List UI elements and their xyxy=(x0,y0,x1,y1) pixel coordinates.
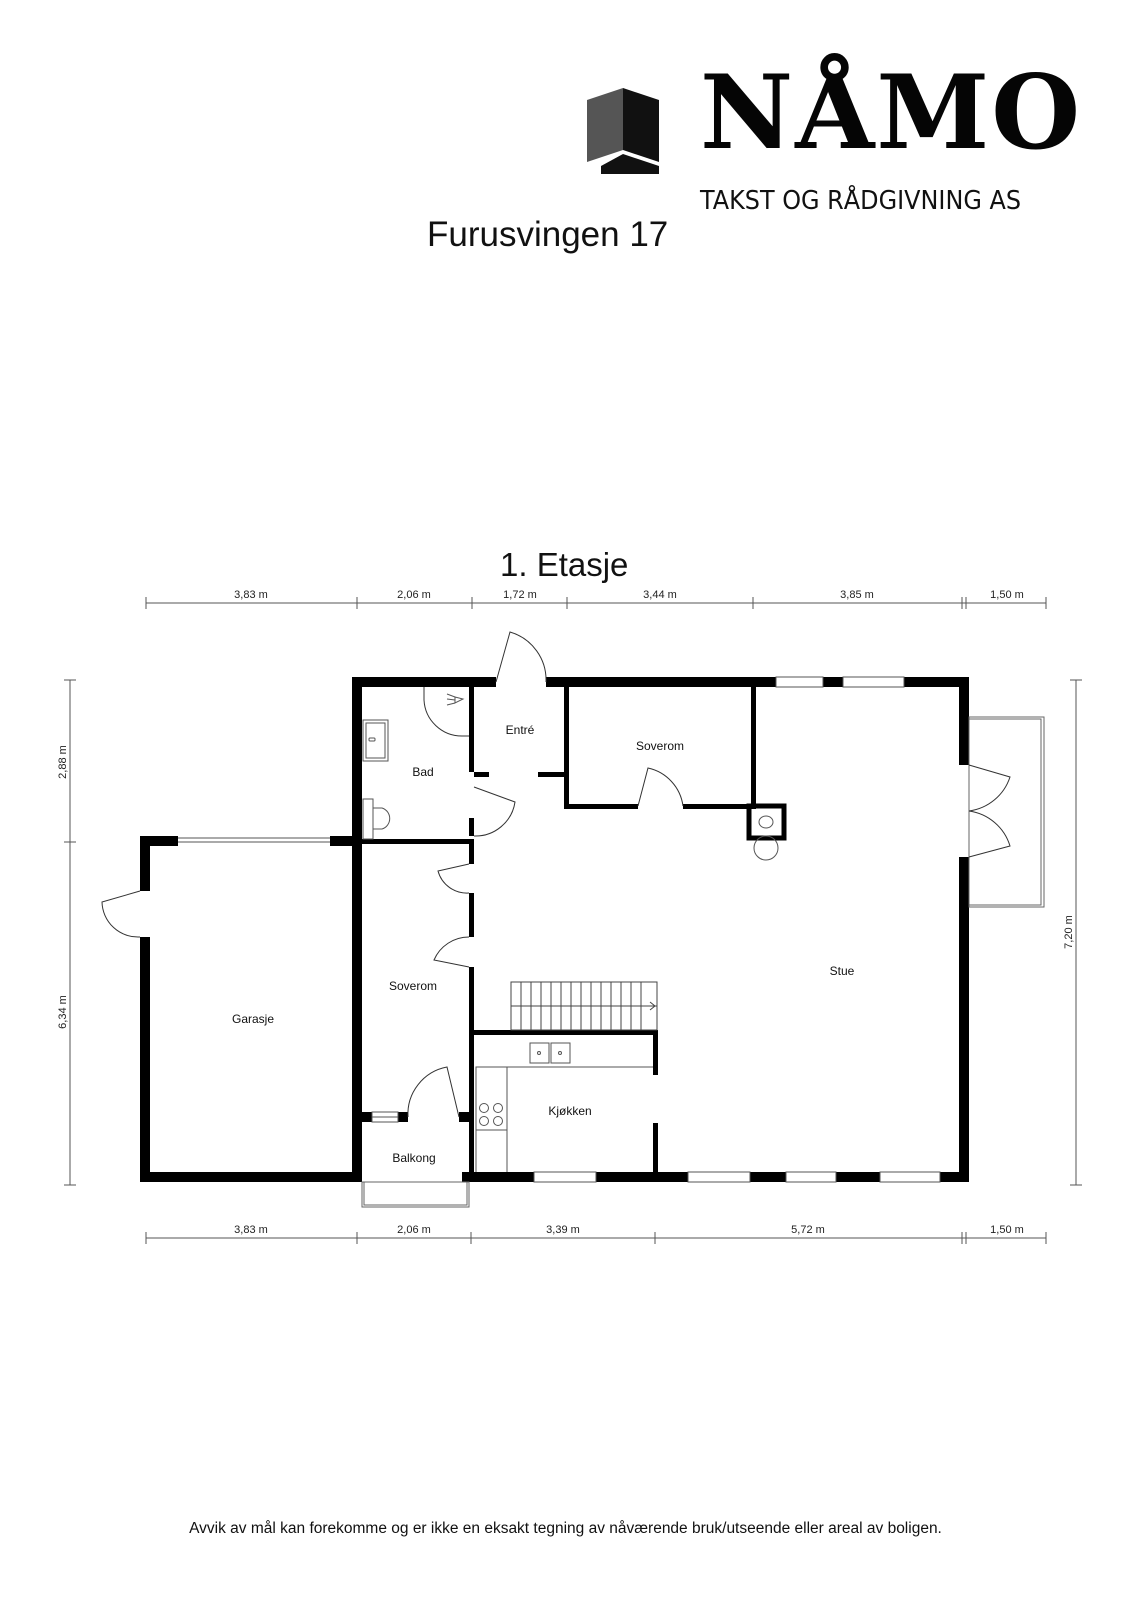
room-label-garasje: Garasje xyxy=(232,1012,274,1026)
bottom-dimension-line xyxy=(145,1232,1047,1244)
dimension-label: 2,06 m xyxy=(397,589,431,601)
logo-wordmark: NÅMO xyxy=(700,53,1083,173)
right-dimension-line xyxy=(1070,679,1082,1186)
property-address: Furusvingen 17 xyxy=(427,215,669,254)
dimension-label: 2,06 m xyxy=(397,1224,431,1236)
interior-walls xyxy=(362,687,787,1172)
logo-subtitle: TAKST OG RÅDGIVNING AS xyxy=(700,186,1022,216)
top-dimension-line xyxy=(145,597,1047,609)
room-label-soverom: Soverom xyxy=(389,979,437,993)
room-label-entre: Entré xyxy=(506,723,535,737)
disclaimer-text: Avvik av mål kan forekomme og er ikke en… xyxy=(189,1520,942,1537)
dimension-label: 3,83 m xyxy=(234,589,268,601)
kitchen-fixtures xyxy=(475,1042,653,1172)
left-dimension-line xyxy=(64,679,76,1186)
exterior-walls xyxy=(140,677,969,1182)
windows xyxy=(178,676,941,1183)
bathroom-fixtures xyxy=(362,693,465,840)
house-corner-logo-icon xyxy=(587,86,667,174)
dimension-label: 1,50 m xyxy=(990,1224,1024,1236)
room-label-soverom: Soverom xyxy=(636,739,684,753)
stove-and-fireplace xyxy=(753,815,779,861)
floor-title: 1. Etasje xyxy=(500,546,629,583)
room-label-kjokken: Kjøkken xyxy=(548,1104,591,1118)
room-label-balkong: Balkong xyxy=(392,1151,435,1165)
dimension-label: 3,83 m xyxy=(234,1224,268,1236)
dimension-label: 3,44 m xyxy=(643,589,677,601)
staircase xyxy=(510,981,658,1031)
room-label-bad: Bad xyxy=(412,765,433,779)
room-label-stue: Stue xyxy=(830,964,855,978)
dimension-label: 1,72 m xyxy=(503,589,537,601)
dimension-label: 3,85 m xyxy=(840,589,874,601)
dimension-label: 3,39 m xyxy=(546,1224,580,1236)
terrace xyxy=(361,716,1045,1208)
dimension-label: 2,88 m xyxy=(57,745,69,779)
dimension-label: 6,34 m xyxy=(57,995,69,1029)
doors xyxy=(101,631,1011,1118)
dimension-label: 5,72 m xyxy=(791,1224,825,1236)
dimension-label: 1,50 m xyxy=(990,589,1024,601)
dimension-label: 7,20 m xyxy=(1063,915,1075,949)
